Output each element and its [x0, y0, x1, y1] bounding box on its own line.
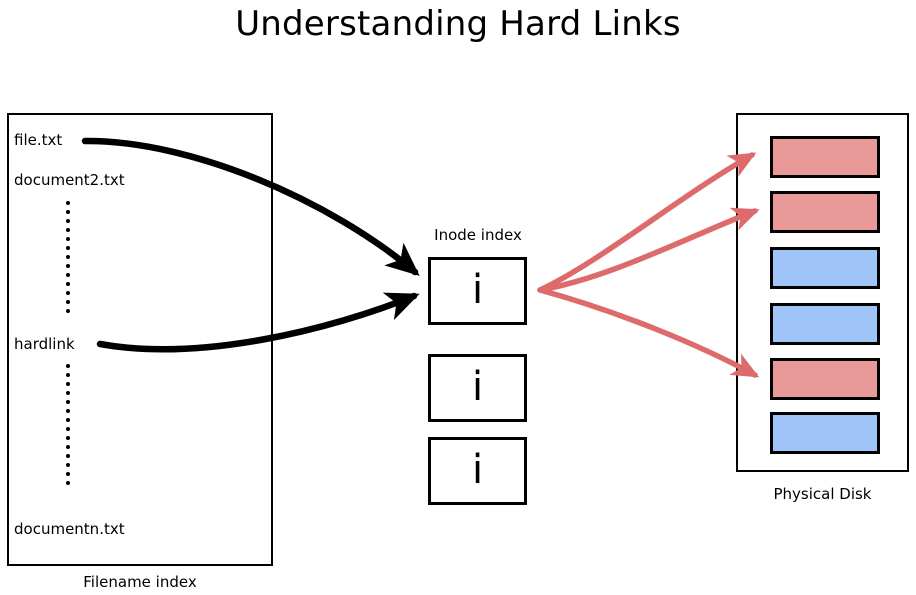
disk-block-4 — [770, 303, 880, 345]
page-title: Understanding Hard Links — [235, 4, 681, 44]
arrow-hardlink-to-inode — [96, 292, 420, 353]
inode-glyph: i — [471, 447, 484, 493]
arrow-inode-to-disk-block-1 — [537, 152, 757, 293]
inode-glyph: i — [471, 267, 484, 313]
disk-block-5 — [770, 358, 880, 400]
inode-index-caption: Inode index — [434, 226, 522, 244]
arrow-file-txt-to-inode — [81, 137, 420, 276]
filename-entry-file-txt: file.txt — [14, 131, 63, 149]
physical-disk-caption: Physical Disk — [773, 485, 872, 503]
filename-entry-document2-txt: document2.txt — [14, 171, 125, 189]
vertical-ellipsis-icon-bottom — [65, 364, 71, 490]
disk-block-2 — [770, 191, 880, 233]
arrow-inode-to-disk-block-5 — [537, 287, 760, 378]
filename-entry-hardlink: hardlink — [14, 335, 75, 353]
inode-box-2: i — [428, 354, 527, 422]
inode-box-1: i — [428, 257, 527, 325]
inode-box-3: i — [428, 437, 527, 505]
disk-block-6 — [770, 412, 880, 454]
filename-index-caption: Filename index — [83, 573, 197, 591]
disk-block-1 — [770, 136, 880, 178]
filename-index-panel — [7, 113, 273, 566]
arrow-inode-to-disk-block-2 — [537, 207, 760, 293]
inode-glyph: i — [471, 364, 484, 410]
filename-entry-documentn-txt: documentn.txt — [14, 520, 125, 538]
disk-block-3 — [770, 247, 880, 289]
vertical-ellipsis-icon-top — [65, 201, 71, 318]
